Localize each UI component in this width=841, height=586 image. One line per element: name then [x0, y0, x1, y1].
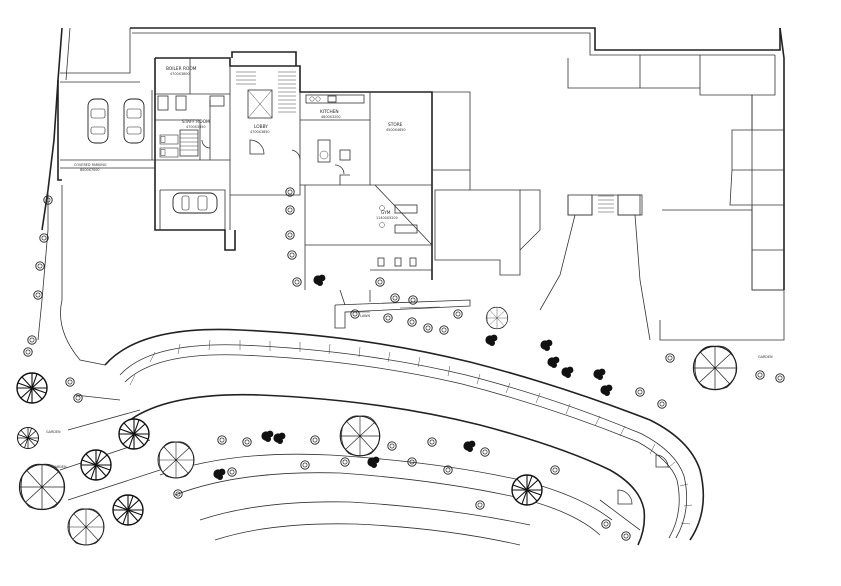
- staff-room-label: STAFF ROOM: [182, 119, 210, 125]
- site-boundary: [41, 27, 785, 291]
- shrub-row-south: [173, 353, 785, 541]
- staff-room-dims: 4700X3850: [186, 125, 206, 129]
- covered-parking-dims: 8000X7000: [80, 168, 100, 172]
- kitchen-dims: 4800X3200: [321, 115, 341, 119]
- gym-equipment: [377, 204, 418, 267]
- shrub-row-west: [23, 195, 83, 403]
- garden-label-left-2: GARDEN: [52, 465, 67, 469]
- pool-courtyard: [434, 170, 785, 341]
- shrub-row-building: [285, 187, 463, 335]
- stair-core: [201, 71, 345, 175]
- boiler-room-label: BOILER ROOM: [166, 66, 197, 72]
- lobby-dims: 4700X3850: [250, 130, 270, 134]
- kitchen-label: KITCHEN: [320, 109, 339, 115]
- terrace: [334, 289, 471, 329]
- kitchen-fixtures: [305, 94, 365, 163]
- store-label: STORE: [388, 122, 403, 128]
- gym-label: GYM: [381, 210, 391, 216]
- garden-label-right: GARDEN: [758, 355, 773, 359]
- boiler-room-dims: 4700X3800: [170, 72, 190, 76]
- driveway: [104, 328, 705, 546]
- lobby-label: LOBBY: [254, 124, 268, 130]
- staff-room-fixtures: [157, 95, 225, 158]
- lawn-edge: [37, 185, 161, 501]
- garden-label-left-1: GARDEN: [46, 430, 61, 434]
- building-footprint: [57, 51, 471, 290]
- room-labels: BOILER ROOM 4700X3800 STAFF ROOM 4700X38…: [46, 66, 773, 469]
- store-dims: 4500X4650: [386, 128, 406, 132]
- gym-dims: 11400X5200: [376, 216, 398, 220]
- covered-parking-label: COVERED PARKING: [74, 163, 107, 167]
- lawn-label: LAWN: [360, 314, 370, 318]
